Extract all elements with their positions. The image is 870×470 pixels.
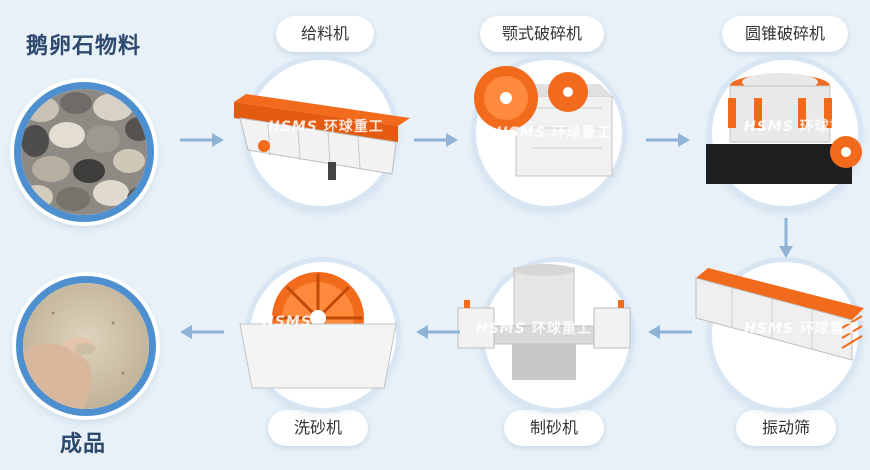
step-label-sand-maker: 制砂机 [504, 410, 604, 446]
step-label-cone-crusher: 圆锥破碎机 [722, 16, 848, 52]
watermark-brand-5: HSMS 环球重工 [476, 321, 592, 337]
watermark-brand-3: HSMS 环球重工 [744, 119, 860, 135]
arrow-right-icon [414, 133, 458, 147]
pebbles-photo [14, 82, 154, 222]
watermark-brand-2: HSMS 环球重工 [496, 125, 612, 141]
step-label-jaw-crusher: 颚式破碎机 [480, 16, 604, 52]
arrow-right-icon [180, 133, 224, 147]
sand-washer-icon [238, 262, 398, 392]
watermark-brand-6: HSMS [262, 314, 312, 330]
jaw-crusher-icon [472, 56, 622, 186]
vibrating-feeder-icon [228, 74, 418, 184]
input-title: 鹅卵石物料 [26, 34, 142, 59]
arrow-down-icon [779, 218, 793, 258]
arrow-right-icon [646, 133, 690, 147]
step-label-feeder: 给料机 [276, 16, 374, 52]
watermark-brand-4: HSMS 环球重工 [744, 321, 860, 337]
step-label-sand-washer: 洗砂机 [268, 410, 368, 446]
cone-crusher-icon [698, 52, 868, 192]
step-label-vibrating-screen: 振动筛 [736, 410, 836, 446]
watermark-brand: HSMS 环球重工 [268, 119, 384, 135]
sand-image [23, 283, 149, 409]
sand-making-machine-icon [452, 264, 636, 384]
pebbles-image [21, 89, 147, 215]
arrow-left-icon [180, 325, 224, 339]
arrow-left-icon [416, 325, 460, 339]
arrow-left-icon [648, 325, 692, 339]
output-title: 成品 [60, 432, 107, 457]
sand-photo [16, 276, 156, 416]
vibrating-screen-icon [692, 268, 868, 368]
